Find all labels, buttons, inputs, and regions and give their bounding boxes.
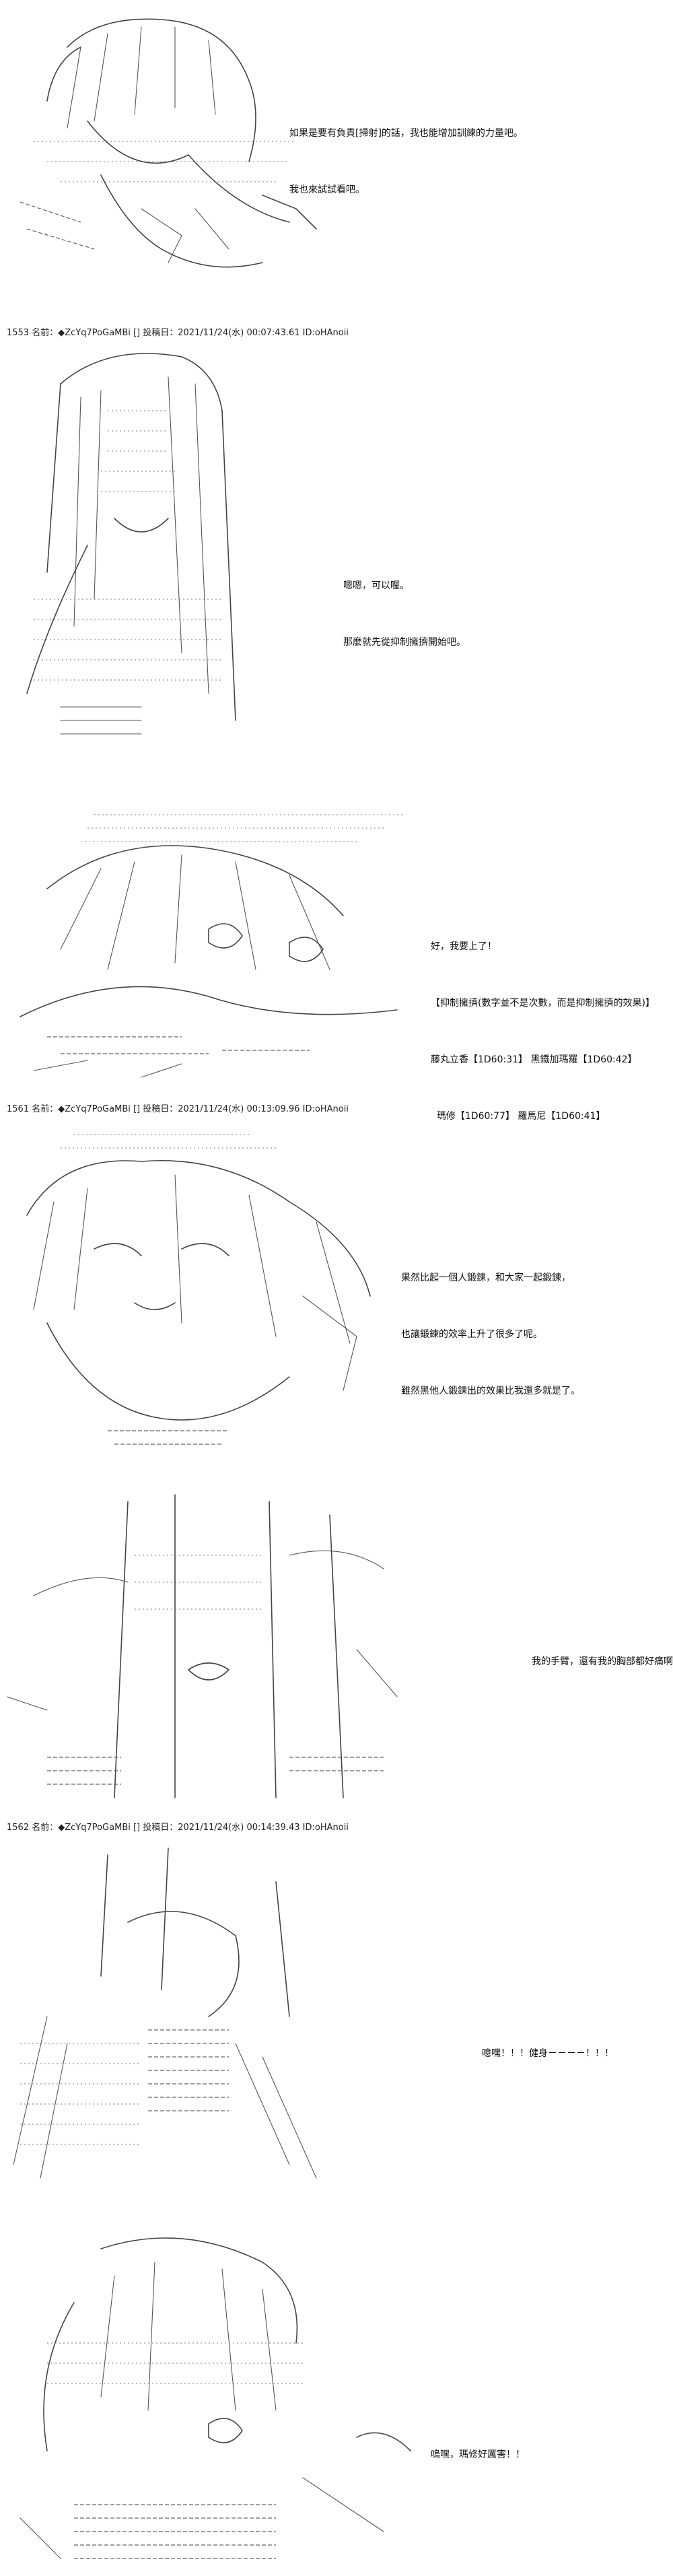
dialog-line: 【抑制擁擠(數字並不是次數，而是抑制擁擠的效果)】 — [431, 998, 655, 1009]
dialog-line: 我的手臂，還有我的胸部都好痛啊。 — [532, 1656, 673, 1667]
dialog-line: 如果是要有負責[掃射]的話，我也能增加訓練的力量吧。 — [289, 128, 523, 139]
dialog-line: 也讓鍛鍊的效率上升了很多了呢。 — [401, 1329, 542, 1340]
dialog-line: 那麼就先從抑制擁擠開始吧。 — [343, 637, 466, 648]
post-header: 1561 名前：◆ZcYq7PoGaMBi [] 投稿日：2021/11/24(… — [7, 1104, 349, 1114]
dialog-line: 果然比起一個人鍛鍊，和大家一起鍛鍊， — [401, 1273, 571, 1283]
aa-figure-action — [7, 794, 411, 1084]
dialog-text: 果然比起一個人鍛鍊，和大家一起鍛鍊， 也讓鍛鍊的效率上升了很多了呢。 雖然黑他人… — [401, 1231, 580, 1419]
dialog-line: 噫嘿！！！健身－－－－！！！ — [482, 2048, 614, 2059]
dialog-line: 雖然黑他人鍛鍊出的效果比我還多就是了。 — [401, 1386, 580, 1396]
dialog-line: 瑪修【1D60:77】 羅馬尼【1D60:41】 — [431, 1111, 606, 1122]
aa-figure-muscular — [7, 1841, 384, 2192]
dialog-text: 噫嘿！！！健身－－－－！！！ — [482, 2006, 614, 2082]
aa-figure-cheering — [7, 2222, 424, 2572]
dialog-line: 嗚嘿，瑪修好厲害！！ — [431, 2449, 525, 2460]
dialog-line: 藤丸立香【1D60:31】 黑鐵加瑪羅【1D60:42】 — [431, 1054, 637, 1065]
dialog-text: 好，我要上了！ 【抑制擁擠(數字並不是次數，而是抑制擁擠的效果)】 藤丸立香【1… — [431, 900, 655, 1145]
dialog-text: 如果是要有負責[掃射]的話，我也能增加訓練的力量吧。 我也來試試看吧。 — [289, 86, 523, 218]
dialog-line: 嗯嗯，可以喔。 — [343, 580, 409, 591]
post-header: 1553 名前：◆ZcYq7PoGaMBi [] 投稿日：2021/11/24(… — [7, 328, 349, 338]
post-header: 1562 名前：◆ZcYq7PoGaMBi [] 投稿日：2021/11/24(… — [7, 1823, 349, 1833]
dialog-text: 我的手臂，還有我的胸部都好痛啊。 — [532, 1615, 673, 1690]
aa-figure-longhair — [7, 343, 323, 761]
dialog-line: 好，我要上了！ — [431, 941, 497, 952]
aa-figure-group — [7, 1488, 411, 1804]
dialog-text: 嗚嘿，瑪修好厲害！！ — [431, 2408, 525, 2483]
dialog-text: 嗯嗯，可以喔。 那麼就先從抑制擁擠開始吧。 — [343, 539, 466, 671]
dialog-line: 我也來試試看吧。 — [289, 184, 365, 195]
aa-figure-thinking — [7, 7, 323, 303]
aa-figure-smiling — [7, 1121, 384, 1471]
